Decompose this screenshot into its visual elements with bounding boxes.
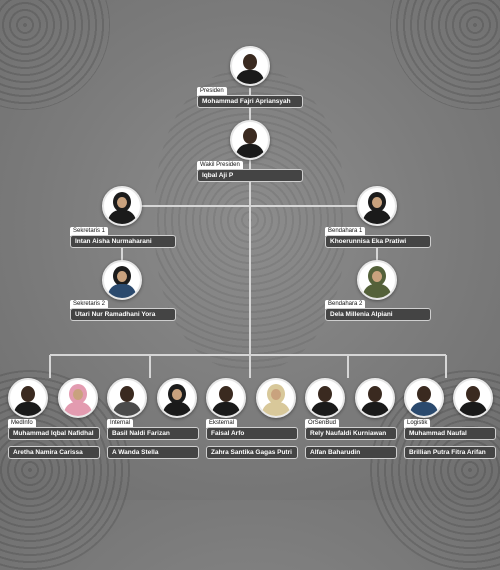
role-label: Internal	[107, 419, 134, 428]
avatar	[230, 46, 270, 86]
connector-lines	[49, 88, 447, 378]
role-label: OrSenBud	[305, 419, 340, 428]
name-label: Mohammad Fajri Apriansyah	[197, 95, 303, 108]
name-label: Muhammad Naufal	[404, 427, 496, 440]
name-label: Rely Naufaldi Kurniawan	[305, 427, 397, 440]
avatar	[8, 378, 48, 418]
role-label: Logistik	[404, 419, 431, 428]
name-label: Muhammad Iqbal Nafidhal	[8, 427, 100, 440]
role-label: Eksternal	[206, 419, 238, 428]
role-label: MedInfo	[8, 419, 36, 428]
avatar	[206, 378, 246, 418]
role-label: Bendahara 2	[325, 300, 366, 309]
name-label: Brillian Putra Fitra Arifan	[404, 446, 496, 459]
avatar	[453, 378, 493, 418]
avatar	[102, 186, 142, 226]
avatar	[355, 378, 395, 418]
role-label: Bendahara 1	[325, 227, 366, 236]
role-label: Presiden	[197, 87, 227, 96]
name-label: Alfan Baharudin	[305, 446, 397, 459]
avatar	[58, 378, 98, 418]
name-label: Intan Aisha Nurmaharani	[70, 235, 176, 248]
role-label: Sekretaris 1	[70, 227, 109, 236]
avatar	[107, 378, 147, 418]
name-label: Aretha Namira Carissa	[8, 446, 100, 459]
avatar	[305, 378, 345, 418]
name-label: Khoerunnisa Eka Pratiwi	[325, 235, 431, 248]
name-label: Faisal Arfo	[206, 427, 298, 440]
avatar	[357, 260, 397, 300]
name-label: Zahra Santika Gagas Putri	[206, 446, 298, 459]
name-label: A Wanda Stella	[107, 446, 199, 459]
avatar	[404, 378, 444, 418]
avatar	[157, 378, 197, 418]
avatar	[357, 186, 397, 226]
name-label: Dela Millenia Alpiani	[325, 308, 431, 321]
avatar	[256, 378, 296, 418]
avatar	[102, 260, 142, 300]
role-label: Wakil Presiden	[197, 161, 243, 170]
name-label: Basil Naldi Farizan	[107, 427, 199, 440]
name-label: Iqbal Aji P	[197, 169, 303, 182]
name-label: Utari Nur Ramadhani Yora	[70, 308, 176, 321]
role-label: Sekretaris 2	[70, 300, 109, 309]
avatar	[230, 120, 270, 160]
